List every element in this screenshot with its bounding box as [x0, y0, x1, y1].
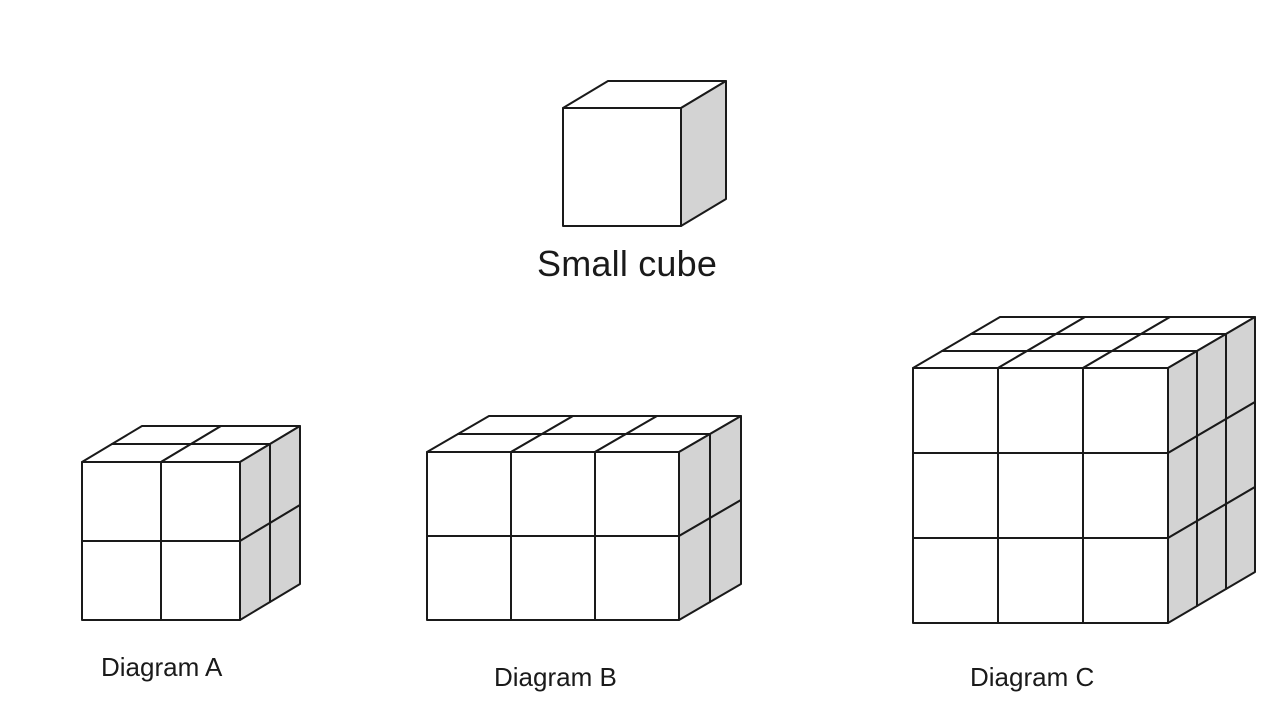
front-cell — [562, 107, 682, 227]
front-cell — [997, 537, 1084, 624]
side-cell — [1225, 486, 1256, 590]
front-cell — [912, 367, 999, 454]
front-cell — [997, 367, 1084, 454]
front-cell — [510, 451, 596, 537]
front-cell — [594, 535, 680, 621]
diagram-a-figure — [81, 425, 301, 621]
front-cell — [160, 540, 241, 621]
side-cell — [269, 504, 301, 603]
front-cell — [81, 540, 162, 621]
front-cell — [426, 535, 512, 621]
front-cell — [912, 537, 999, 624]
side-cell — [709, 499, 742, 603]
side-cell — [1196, 503, 1227, 607]
front-cell — [160, 461, 241, 542]
front-cell — [426, 451, 512, 537]
front-cell — [1082, 452, 1169, 539]
diagram-c-caption: Diagram C — [970, 662, 1095, 692]
front-cell — [1082, 537, 1169, 624]
side-cell — [678, 517, 711, 621]
diagram-b-caption: Diagram B — [494, 662, 617, 692]
side-cell — [239, 522, 271, 621]
front-cell — [81, 461, 162, 542]
diagram-b-figure — [426, 415, 742, 621]
front-cell — [510, 535, 596, 621]
diagram-c-figure — [912, 316, 1256, 624]
front-cell — [1082, 367, 1169, 454]
diagram-a-caption: Diagram A — [101, 652, 223, 682]
small-cube-figure — [562, 80, 727, 227]
side-cell — [1167, 520, 1198, 624]
small-cube-caption: Small cube — [537, 243, 718, 284]
front-cell — [997, 452, 1084, 539]
front-cell — [594, 451, 680, 537]
side-cell — [680, 80, 727, 227]
front-cell — [912, 452, 999, 539]
